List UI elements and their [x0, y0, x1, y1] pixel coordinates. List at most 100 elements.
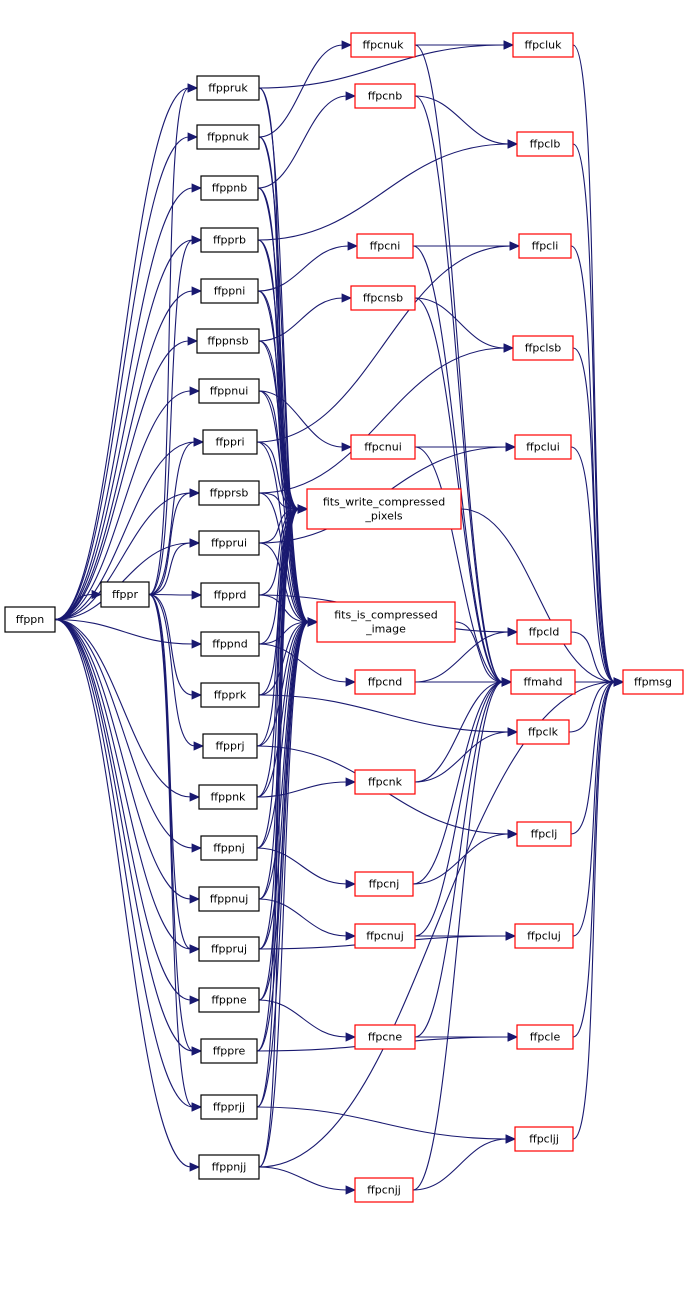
node-ffppr[interactable]: ffppr	[100, 581, 150, 608]
node-ffppnuk[interactable]: ffppnuk	[196, 124, 260, 150]
node-ffpcnj[interactable]: ffpcnj	[354, 871, 414, 897]
node-box-ffppri[interactable]	[202, 429, 258, 455]
node-ffppre[interactable]: ffppre	[200, 1038, 258, 1064]
node-ffppnui[interactable]: ffppnui	[198, 378, 260, 404]
node-box-ffpprjj[interactable]	[200, 1094, 258, 1120]
node-ffppnsb[interactable]: ffppnsb	[196, 328, 260, 354]
node-ffppnb[interactable]: ffppnb	[200, 175, 259, 201]
node-box-ffppre[interactable]	[200, 1038, 258, 1064]
node-box-ffpprsb[interactable]	[198, 480, 260, 506]
node-ffpprsb[interactable]: ffpprsb	[198, 480, 260, 506]
node-ffpprjj[interactable]: ffpprjj	[200, 1094, 258, 1120]
node-box-ffppnui[interactable]	[198, 378, 260, 404]
node-box-ffppr[interactable]	[100, 581, 150, 608]
node-ffpcluj[interactable]: ffpcluj	[514, 923, 574, 949]
node-box-ffpprk[interactable]	[200, 682, 260, 708]
node-ffmahd[interactable]: ffmahd	[510, 669, 576, 695]
node-box-ffpcljj[interactable]	[514, 1126, 574, 1152]
node-box-fits-is-compressed-image[interactable]	[316, 601, 456, 643]
node-ffpcnsb[interactable]: ffpcnsb	[350, 285, 416, 311]
node-box-ffpprj[interactable]	[202, 733, 258, 759]
node-box-ffpcld[interactable]	[516, 619, 572, 645]
node-ffppri[interactable]: ffppri	[202, 429, 258, 455]
node-box-ffpcnuj[interactable]	[354, 923, 416, 949]
node-ffppnuj[interactable]: ffppnuj	[198, 886, 260, 912]
node-ffpmsg[interactable]: ffpmsg	[622, 669, 684, 695]
node-ffpclui[interactable]: ffpclui	[514, 434, 572, 460]
node-ffppn[interactable]: ffppn	[4, 606, 56, 633]
node-box-ffpcluj[interactable]	[514, 923, 574, 949]
node-ffppnk[interactable]: ffppnk	[198, 784, 258, 810]
node-fits-write-compressed-pixels[interactable]: fits_write_compressed_pixels	[306, 488, 462, 530]
node-ffpclb[interactable]: ffpclb	[516, 131, 574, 157]
node-box-ffpclui[interactable]	[514, 434, 572, 460]
node-ffppni[interactable]: ffppni	[200, 278, 259, 304]
node-box-fits-write-compressed-pixels[interactable]	[306, 488, 462, 530]
node-ffpcluk[interactable]: ffpcluk	[512, 32, 574, 58]
node-box-ffpclb[interactable]	[516, 131, 574, 157]
node-ffpprui[interactable]: ffpprui	[198, 530, 260, 556]
node-ffpcnd[interactable]: ffpcnd	[354, 669, 416, 695]
node-box-ffpclsb[interactable]	[512, 335, 574, 361]
node-ffpclsb[interactable]: ffpclsb	[512, 335, 574, 361]
node-ffpprb[interactable]: ffpprb	[200, 227, 259, 253]
node-box-ffpcnj[interactable]	[354, 871, 414, 897]
node-box-ffpcli[interactable]	[518, 233, 572, 259]
node-ffppne[interactable]: ffppne	[198, 987, 260, 1013]
node-box-ffpcnjj[interactable]	[354, 1177, 414, 1203]
node-ffpcni[interactable]: ffpcni	[356, 233, 414, 259]
node-ffpcnuk[interactable]: ffpcnuk	[350, 32, 416, 58]
node-box-ffpcnk[interactable]	[354, 769, 416, 795]
node-box-ffppnuj[interactable]	[198, 886, 260, 912]
node-box-ffppne[interactable]	[198, 987, 260, 1013]
node-ffpclj[interactable]: ffpclj	[516, 821, 572, 847]
node-ffppruj[interactable]: ffppruj	[198, 936, 260, 962]
node-box-ffppnsb[interactable]	[196, 328, 260, 354]
node-box-ffpcnd[interactable]	[354, 669, 416, 695]
node-box-ffppnd[interactable]	[200, 631, 260, 657]
node-ffpcljj[interactable]: ffpcljj	[514, 1126, 574, 1152]
node-ffpcne[interactable]: ffpcne	[354, 1024, 416, 1050]
node-ffppnj[interactable]: ffppnj	[200, 835, 258, 861]
node-ffpcld[interactable]: ffpcld	[516, 619, 572, 645]
node-ffpcnk[interactable]: ffpcnk	[354, 769, 416, 795]
node-box-ffpcnui[interactable]	[350, 434, 416, 460]
node-fits-is-compressed-image[interactable]: fits_is_compressed_image	[316, 601, 456, 643]
node-box-ffppn[interactable]	[4, 606, 56, 633]
node-ffpprk[interactable]: ffpprk	[200, 682, 260, 708]
node-box-ffppnk[interactable]	[198, 784, 258, 810]
node-ffppnjj[interactable]: ffppnjj	[198, 1154, 260, 1180]
node-box-ffmahd[interactable]	[510, 669, 576, 695]
node-box-ffpclk[interactable]	[516, 719, 570, 745]
node-ffpcnuj[interactable]: ffpcnuj	[354, 923, 416, 949]
node-box-ffppnuk[interactable]	[196, 124, 260, 150]
node-ffpcnb[interactable]: ffpcnb	[354, 83, 416, 109]
node-box-ffpcni[interactable]	[356, 233, 414, 259]
node-box-ffppnb[interactable]	[200, 175, 259, 201]
node-box-ffppruj[interactable]	[198, 936, 260, 962]
node-ffppnd[interactable]: ffppnd	[200, 631, 260, 657]
node-box-ffpclj[interactable]	[516, 821, 572, 847]
node-box-ffpcne[interactable]	[354, 1024, 416, 1050]
node-ffpcnui[interactable]: ffpcnui	[350, 434, 416, 460]
node-ffpprd[interactable]: ffpprd	[200, 582, 260, 608]
node-box-ffpprb[interactable]	[200, 227, 259, 253]
node-ffpcnjj[interactable]: ffpcnjj	[354, 1177, 414, 1203]
node-box-ffpcle[interactable]	[516, 1024, 574, 1050]
node-box-ffpprui[interactable]	[198, 530, 260, 556]
node-box-ffpcnsb[interactable]	[350, 285, 416, 311]
node-box-ffpcnb[interactable]	[354, 83, 416, 109]
node-box-ffpcluk[interactable]	[512, 32, 574, 58]
node-box-ffpmsg[interactable]	[622, 669, 684, 695]
node-ffpprj[interactable]: ffpprj	[202, 733, 258, 759]
node-box-ffppnjj[interactable]	[198, 1154, 260, 1180]
node-box-ffppnj[interactable]	[200, 835, 258, 861]
node-ffpcle[interactable]: ffpcle	[516, 1024, 574, 1050]
node-box-ffpprd[interactable]	[200, 582, 260, 608]
node-ffpclk[interactable]: ffpclk	[516, 719, 570, 745]
node-ffppruk[interactable]: ffppruk	[196, 75, 260, 101]
node-ffpcli[interactable]: ffpcli	[518, 233, 572, 259]
node-box-ffpcnuk[interactable]	[350, 32, 416, 58]
node-box-ffppruk[interactable]	[196, 75, 260, 101]
node-box-ffppni[interactable]	[200, 278, 259, 304]
